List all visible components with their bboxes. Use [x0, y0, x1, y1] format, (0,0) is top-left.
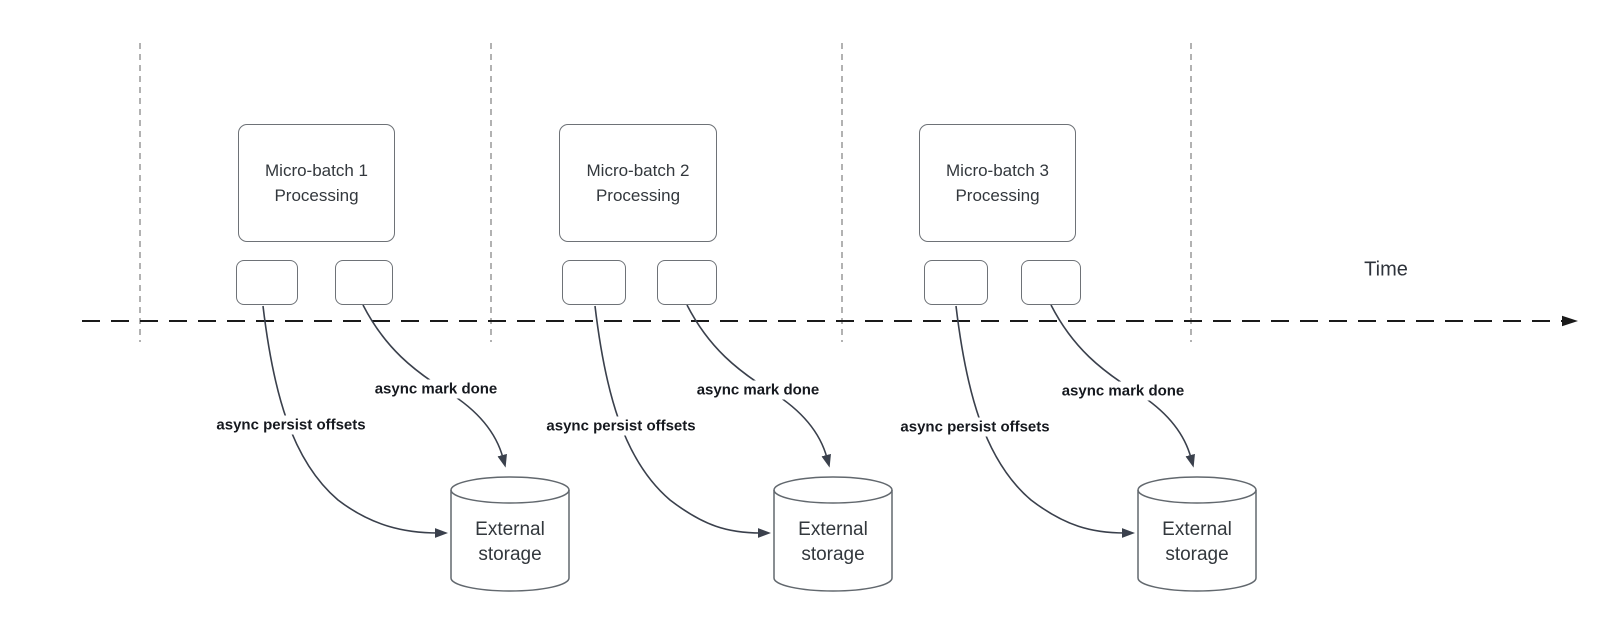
external-storage-label: External storage: [475, 519, 545, 565]
offset-task-box: [562, 260, 626, 305]
async-mark-done-label: async mark done: [692, 380, 824, 400]
processing-box-label: Micro-batch 1 Processing: [265, 161, 368, 205]
storage-cylinder: [1137, 476, 1257, 592]
async-persist-arrow: [262, 305, 448, 538]
storage-cylinder: [450, 476, 570, 592]
external-storage-label: External storage: [798, 519, 868, 565]
async-persist-offsets-label: async persist offsets: [212, 415, 370, 435]
offset-task-box: [236, 260, 298, 305]
async-mark-done-label: async mark done: [1057, 381, 1189, 401]
mark-done-task-box: [657, 260, 717, 305]
processing-box-label: Micro-batch 2 Processing: [586, 161, 690, 205]
async-persist-offsets-label: async persist offsets: [542, 416, 700, 436]
async-mark-done-label: async mark done: [370, 379, 502, 399]
time-axis-label: Time: [1364, 258, 1408, 281]
external-storage-label: External storage: [1162, 519, 1232, 565]
mark-done-task-box: [1021, 260, 1081, 305]
offset-task-box: [924, 260, 988, 305]
storage-cylinder: [773, 476, 893, 592]
mark-done-task-box: [335, 260, 393, 305]
processing-box: Micro-batch 1 Processing: [238, 124, 395, 242]
async-persist-arrow: [594, 305, 771, 538]
processing-box: Micro-batch 3 Processing: [919, 124, 1076, 242]
processing-box-label: Micro-batch 3 Processing: [946, 161, 1049, 205]
processing-box: Micro-batch 2 Processing: [559, 124, 717, 242]
async-persist-offsets-label: async persist offsets: [896, 417, 1054, 437]
time-gridlines: [139, 43, 1192, 342]
async-persist-arrow: [955, 305, 1135, 538]
storage-cylinders: [450, 476, 1257, 592]
